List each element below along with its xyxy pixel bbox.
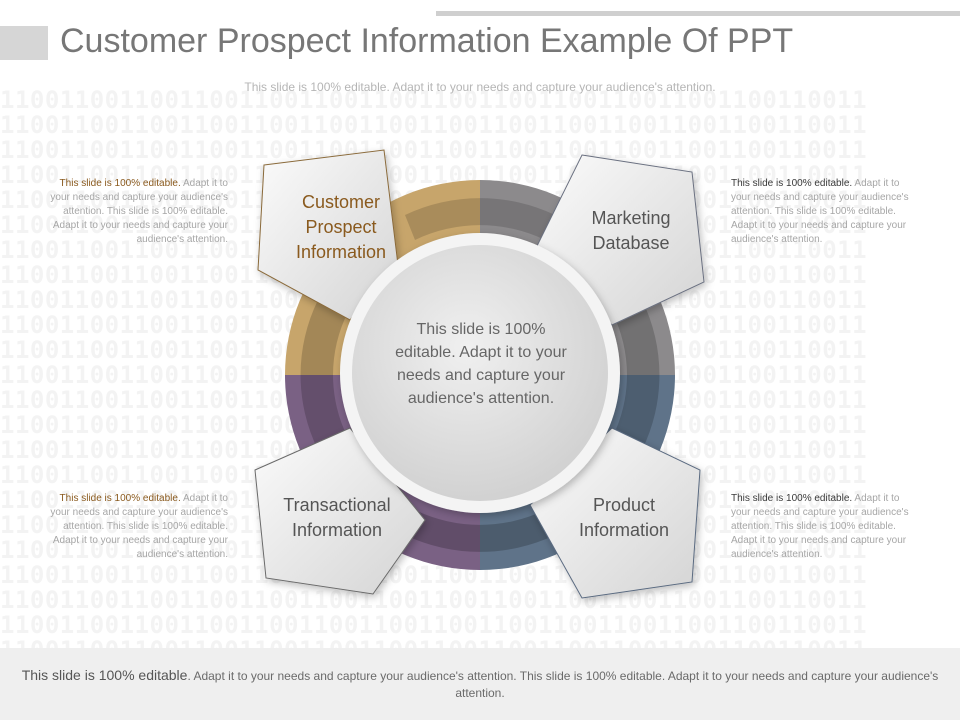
ring-inner-shade-bottom [405, 510, 555, 552]
ring-inner-shade-left [300, 300, 348, 450]
side-note-body: Adapt it to your needs and capture your … [50, 178, 228, 245]
side-note-bottom-left: This slide is 100% editable. Adapt it to… [42, 492, 228, 562]
label-marketing-database: Marketing Database [591, 208, 671, 253]
slide-title: Customer Prospect Information Example Of… [60, 22, 794, 60]
side-note-lead: This slide is 100% editable. [59, 178, 181, 189]
side-note-top-right: This slide is 100% editable. Adapt it to… [731, 177, 917, 247]
label-customer-prospect: Customer Prospect Information [295, 192, 387, 262]
side-note-lead: This slide is 100% editable. [59, 493, 181, 504]
center-disc-inner [352, 245, 608, 501]
footer-lead: This slide is 100% editable [21, 667, 188, 683]
side-note-top-left: This slide is 100% editable. Adapt it to… [42, 177, 228, 247]
footer-band [0, 648, 960, 720]
footer-body: . Adapt it to your needs and capture you… [187, 669, 939, 700]
side-note-body: Adapt it to your needs and capture your … [731, 178, 909, 245]
side-note-lead: This slide is 100% editable. [731, 493, 853, 504]
side-note-bottom-right: This slide is 100% editable. Adapt it to… [731, 492, 917, 562]
title-accent-block [0, 26, 48, 60]
ring-inner-shade-top [405, 198, 555, 240]
slide-subtitle: This slide is 100% editable. Adapt it to… [244, 80, 716, 94]
side-note-body: Adapt it to your needs and capture your … [731, 493, 909, 560]
side-note-body: Adapt it to your needs and capture your … [50, 493, 228, 560]
footer-text: This slide is 100% editable. Adapt it to… [20, 667, 940, 702]
label-transactional-information: Transactional Information [283, 495, 391, 540]
center-description: This slide is 100% editable. Adapt it to… [395, 321, 567, 407]
ring-inner-shade-right [612, 300, 660, 450]
top-accent-line [436, 11, 960, 16]
side-note-lead: This slide is 100% editable. [731, 178, 853, 189]
label-product-information: Product Information [578, 495, 670, 540]
